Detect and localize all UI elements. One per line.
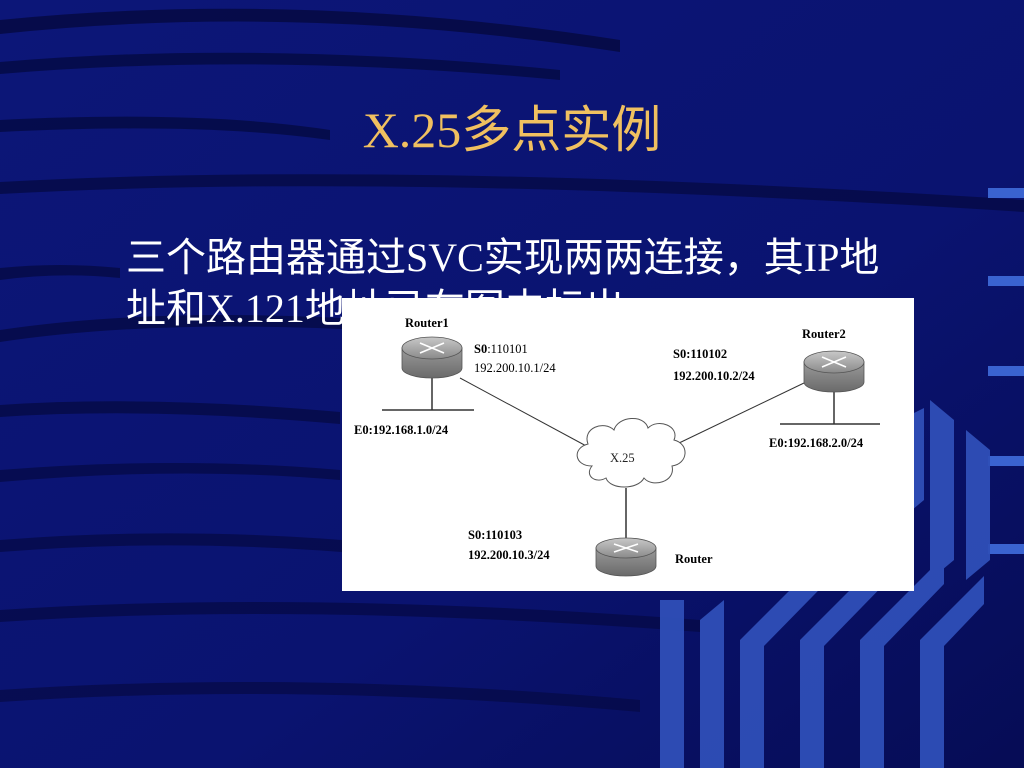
router1-name: Router1 (405, 316, 449, 330)
router2-serial-ip: 192.200.10.2/24 (673, 369, 755, 383)
router3-icon (595, 537, 657, 577)
router1-serial-ip: 192.200.10.1/24 (474, 361, 556, 375)
router1-serial-address: :110101 (487, 342, 528, 356)
router2-icon (803, 350, 865, 393)
network-diagram: Router1 S0:110101 192.200.10.1/24 E0:192… (342, 298, 914, 591)
router2-ethernet: E0:192.168.2.0/24 (769, 436, 864, 450)
router2-serial-x121: S0:110102 (673, 347, 728, 361)
router1-icon (401, 336, 463, 379)
router2-name: Router2 (802, 327, 846, 341)
x25-cloud-label: X.25 (610, 451, 635, 465)
link-router1-cloud (459, 377, 591, 449)
x25-cloud-icon (576, 418, 686, 488)
router3-serial-x121: S0:110103 (468, 528, 523, 542)
router1-serial-x121: S0:110101 (474, 341, 528, 357)
network-diagram-graphics (382, 336, 880, 577)
router3-serial-ip: 192.200.10.3/24 (468, 548, 550, 562)
slide-title: X.25多点实例 (362, 102, 662, 158)
router1-ethernet: E0:192.168.1.0/24 (354, 423, 449, 437)
router3-name: Router (675, 552, 713, 566)
link-router2-cloud (676, 382, 805, 445)
router1-serial-label: S0 (474, 342, 488, 356)
